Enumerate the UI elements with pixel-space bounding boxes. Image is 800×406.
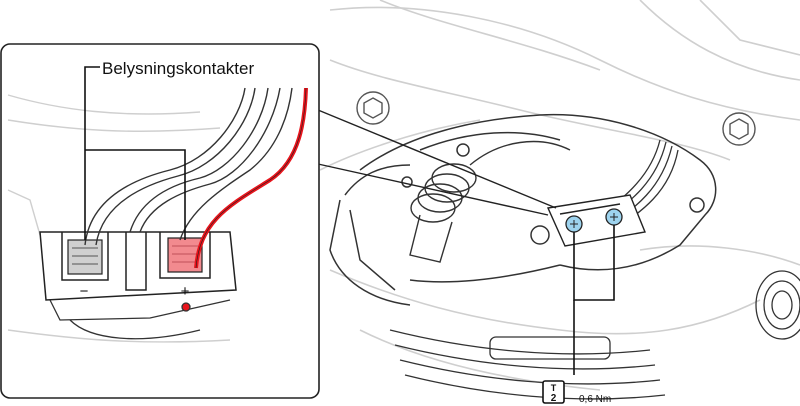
minus-label: − [80, 283, 89, 300]
inset-panel [0, 43, 320, 399]
callout-label: Belysningskontakter [102, 59, 254, 78]
hex-bolt-left-icon [356, 91, 390, 125]
torque-wrench-icon [542, 380, 565, 404]
scene-screw-plus-icon [605, 208, 623, 226]
tool-code-top: T [551, 383, 557, 393]
hex-bolt-right-icon [722, 112, 756, 146]
tool-code-bottom: 2 [551, 393, 557, 404]
plus-label: + [181, 283, 190, 300]
inset-wire-bundle [84, 87, 293, 246]
torque-value: 0,6 Nm [579, 394, 611, 405]
engine-fins [389, 329, 666, 400]
scene-screw-minus-icon [565, 215, 583, 233]
inset-red-wire-outline [195, 87, 307, 269]
inset-background-lines [7, 94, 231, 343]
inset-callout-lines [84, 66, 186, 240]
torque-leader-lines [573, 225, 615, 375]
minus-terminal [67, 239, 103, 275]
frame-background-drawing [319, 0, 800, 391]
scene-connector-block [546, 194, 646, 247]
frame-housing [329, 113, 717, 306]
right-knob [755, 270, 800, 340]
zoom-wedge [317, 109, 557, 216]
damper-cylinder [409, 140, 571, 263]
inset-connector-base [49, 299, 231, 340]
